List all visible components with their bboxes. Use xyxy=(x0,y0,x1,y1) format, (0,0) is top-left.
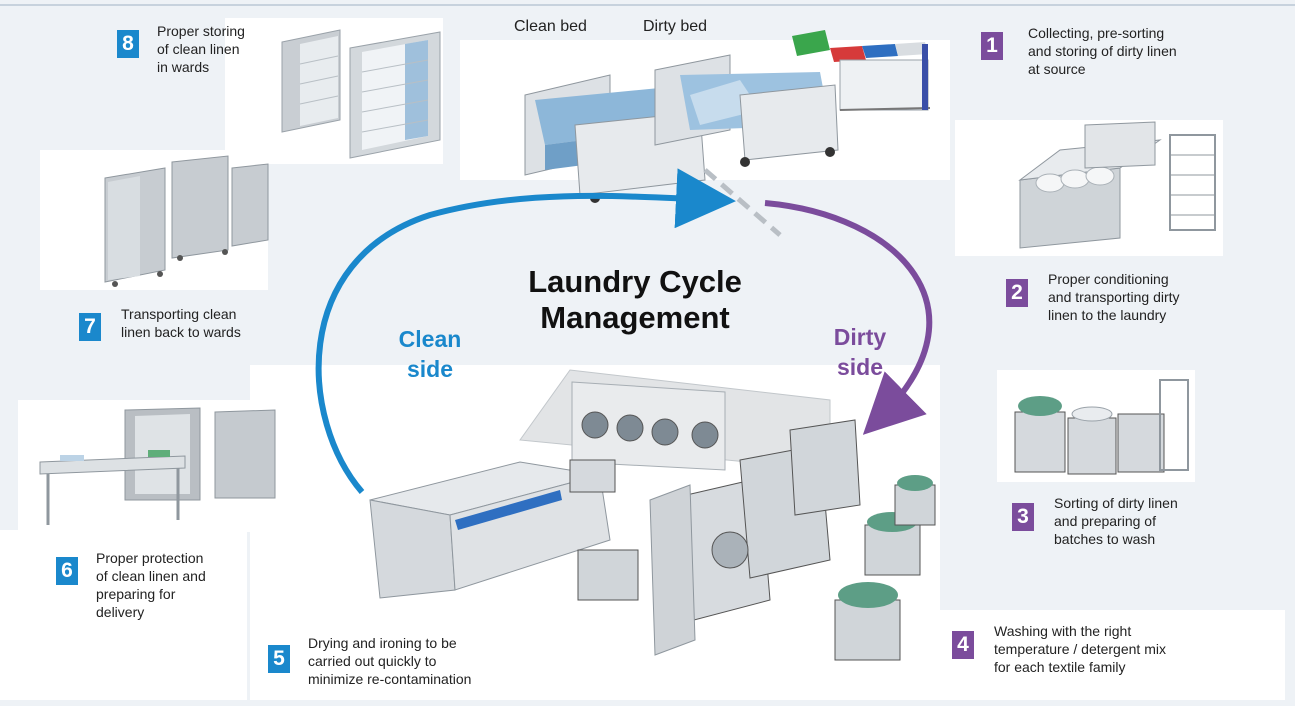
step-2-badge: 2 xyxy=(1006,279,1028,307)
step-5-text: Drying and ironing to be carried out qui… xyxy=(308,635,472,687)
dirty-side-label-line2: side xyxy=(836,354,884,380)
dirty-linen-cart-icon xyxy=(1018,121,1216,249)
dirty-side-arrow xyxy=(764,200,933,435)
step-2-text: Proper conditioning and transporting dir… xyxy=(1048,271,1180,323)
step-7-text: Transporting clean linen back to wards xyxy=(121,306,241,340)
dirty-bed-label: Dirty bed xyxy=(643,18,708,35)
step-3-text: Sorting of dirty linen and preparing of … xyxy=(1054,495,1178,547)
clean-bed-label: Clean bed xyxy=(514,18,587,35)
step-1-text: Collecting, pre-sorting and storing of d… xyxy=(1028,25,1177,77)
panel-step-4-text-bg xyxy=(940,610,1285,700)
step-4-badge: 4 xyxy=(952,631,974,659)
step-8-text: Proper storing of clean linen in wards xyxy=(157,23,245,75)
step-6-badge: 6 xyxy=(56,557,78,585)
step-1-badge: 1 xyxy=(981,32,1003,60)
top-divider xyxy=(0,4,1295,6)
step-8-badge: 8 xyxy=(117,30,139,58)
clean-side-label-line1: Clean xyxy=(398,326,462,352)
dirty-side-label: Dirty side xyxy=(815,322,905,382)
step-5-badge: 5 xyxy=(268,645,290,673)
clean-side-label-line2: side xyxy=(406,356,454,382)
clean-side-label: Clean side xyxy=(385,324,475,384)
shelving-units-icon xyxy=(281,29,441,159)
dirty-side-label-line1: Dirty xyxy=(833,324,887,350)
step-7-badge: 7 xyxy=(79,313,101,341)
sorting-trolley-icon xyxy=(792,30,931,111)
diagram-title: Laundry Cycle Management xyxy=(528,264,742,335)
step-4-text: Washing with the right temperature / det… xyxy=(994,623,1166,675)
panel-step-6-text-bg xyxy=(0,530,247,700)
step-3-badge: 3 xyxy=(1012,503,1034,531)
laundry-room-illustration xyxy=(369,369,936,661)
clean-dirty-separator xyxy=(703,168,782,237)
transport-carts-icon xyxy=(104,155,269,287)
dirty-bed-icon xyxy=(654,54,839,167)
clean-side-arrow xyxy=(315,168,736,494)
packing-table-and-cabinets-icon xyxy=(39,407,276,525)
step-6-text: Proper protection of clean linen and pre… xyxy=(96,550,206,620)
sorting-bins-icon xyxy=(1014,379,1189,475)
